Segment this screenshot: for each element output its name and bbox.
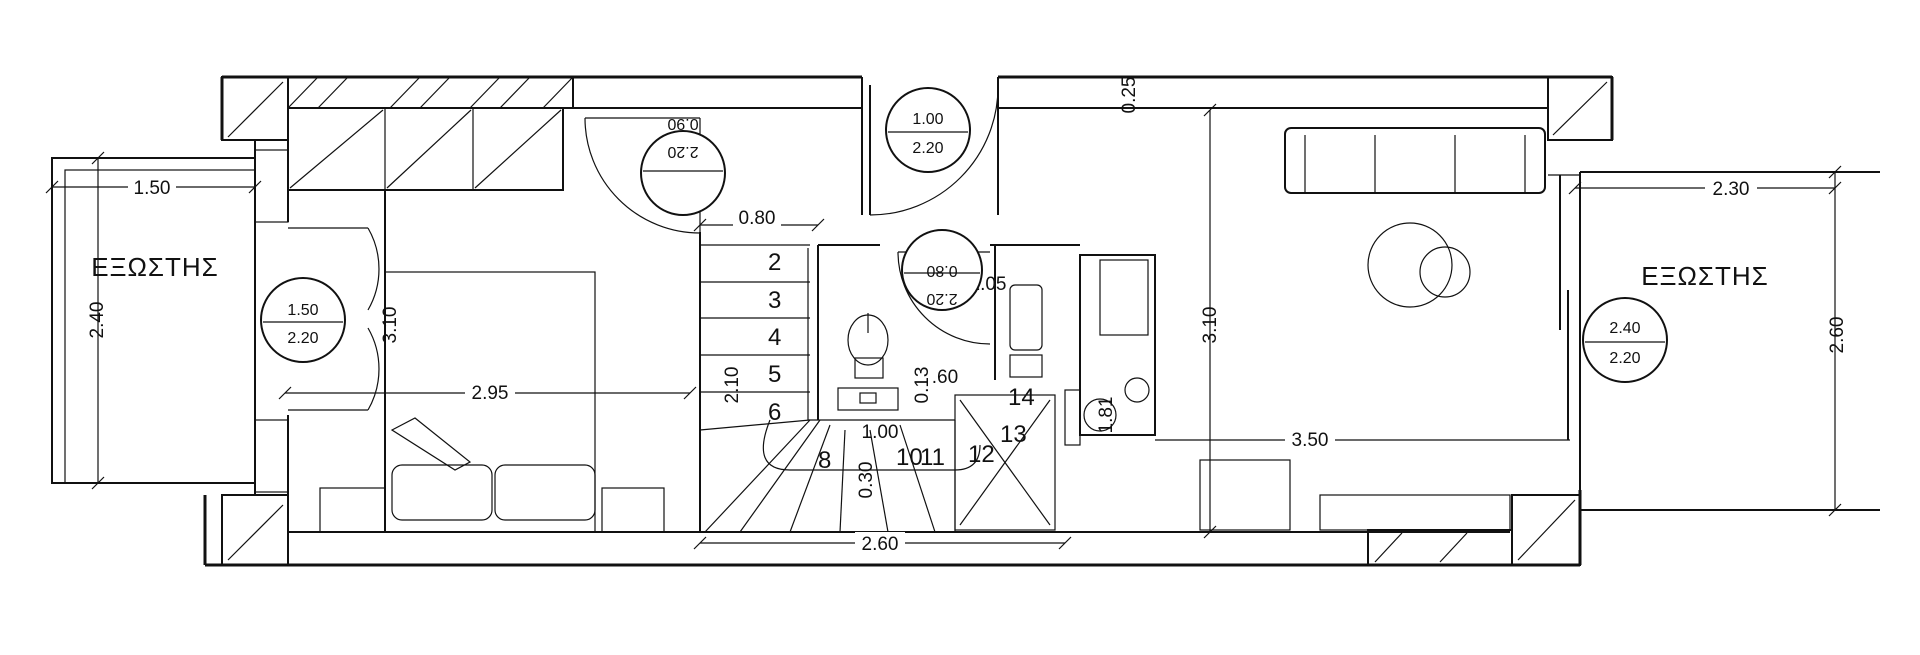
- door-width: 1.50: [287, 302, 318, 319]
- right-balcony-door[interactable]: [1548, 174, 1580, 440]
- door-height: 2.20: [1609, 350, 1640, 367]
- left-balcony: ΕΞΩΣΤΗΣ 1.50 2.40: [45, 151, 262, 490]
- stair-width-dim: 2.60: [862, 534, 899, 555]
- door-height: 2.20: [926, 290, 957, 307]
- stair-small-dim: 0.30: [856, 462, 877, 499]
- wall-top-dim: 0.25: [1119, 77, 1140, 114]
- right-balcony: 2.30 2.60 ΕΞΩΣΤΗΣ: [1568, 165, 1880, 517]
- left-balcony-door-tag: 1.50 2.20: [260, 277, 346, 363]
- step-label: 13: [1000, 421, 1027, 448]
- step-label: 3: [768, 287, 781, 314]
- left-balcony-door[interactable]: [288, 227, 380, 411]
- left-balcony-width-dim: 1.50: [134, 178, 171, 199]
- right-balcony-width-dim: 2.30: [1713, 179, 1750, 200]
- stair-landing-dim: 0.80: [739, 208, 776, 229]
- step-label: 8: [818, 447, 831, 474]
- left-balcony-label: ΕΞΩΣΤΗΣ: [91, 252, 218, 282]
- door-width: 0.90: [667, 115, 698, 132]
- right-balcony-label: ΕΞΩΣΤΗΣ: [1641, 261, 1768, 291]
- door-width: 1.00: [912, 111, 943, 128]
- living-depth-dim: 3.10: [1200, 307, 1221, 344]
- bath-door-tag: 0.80 2.20: [901, 229, 983, 311]
- door-width: 2.40: [1609, 320, 1640, 337]
- staircase: 2 3 4 5 6 8 10 11 12 13 14 2.60 0.80 2.1…: [693, 206, 1072, 555]
- living-room: 3.10 3.50 0.25: [1119, 77, 1570, 539]
- step-label: 12: [968, 441, 995, 468]
- stair-bottom-dim: 1.00: [862, 422, 899, 443]
- bath-b-dim: 0.13: [912, 367, 933, 404]
- bedroom-door-tag: 0.90 2.20: [640, 115, 726, 216]
- bath-a-dim: .60: [932, 367, 958, 388]
- entrance-door-tag: 1.00 2.20: [885, 87, 971, 173]
- entrance-door[interactable]: [861, 77, 999, 216]
- stair-height-dim: 2.10: [722, 367, 743, 404]
- door-width: 0.80: [926, 262, 957, 279]
- step-label: 4: [768, 324, 781, 351]
- door-height: 2.20: [912, 140, 943, 157]
- door-height: 2.20: [667, 143, 698, 160]
- step-label: 11: [920, 444, 945, 471]
- bedroom-depth-dim: 3.10: [380, 307, 401, 344]
- living-width-dim: 3.50: [1292, 430, 1329, 451]
- kitchen: 1.81: [1064, 254, 1156, 446]
- right-balcony-depth-dim: 2.60: [1827, 317, 1848, 354]
- right-balcony-door-tag: 2.40 2.20: [1582, 297, 1668, 383]
- kitchen-dim: 1.81: [1096, 397, 1117, 434]
- door-height: 2.20: [287, 330, 318, 347]
- step-label: 5: [768, 361, 781, 388]
- step-label: 6: [768, 399, 781, 426]
- step-label: 10: [896, 444, 923, 471]
- step-label: 14: [1008, 384, 1035, 411]
- bedroom-width-dim: 2.95: [472, 383, 509, 404]
- left-balcony-depth-dim: 2.40: [87, 302, 108, 339]
- bedroom-wardrobe: [287, 107, 564, 191]
- bedroom: 2.95 3.10: [278, 190, 697, 533]
- step-label: 2: [768, 249, 781, 276]
